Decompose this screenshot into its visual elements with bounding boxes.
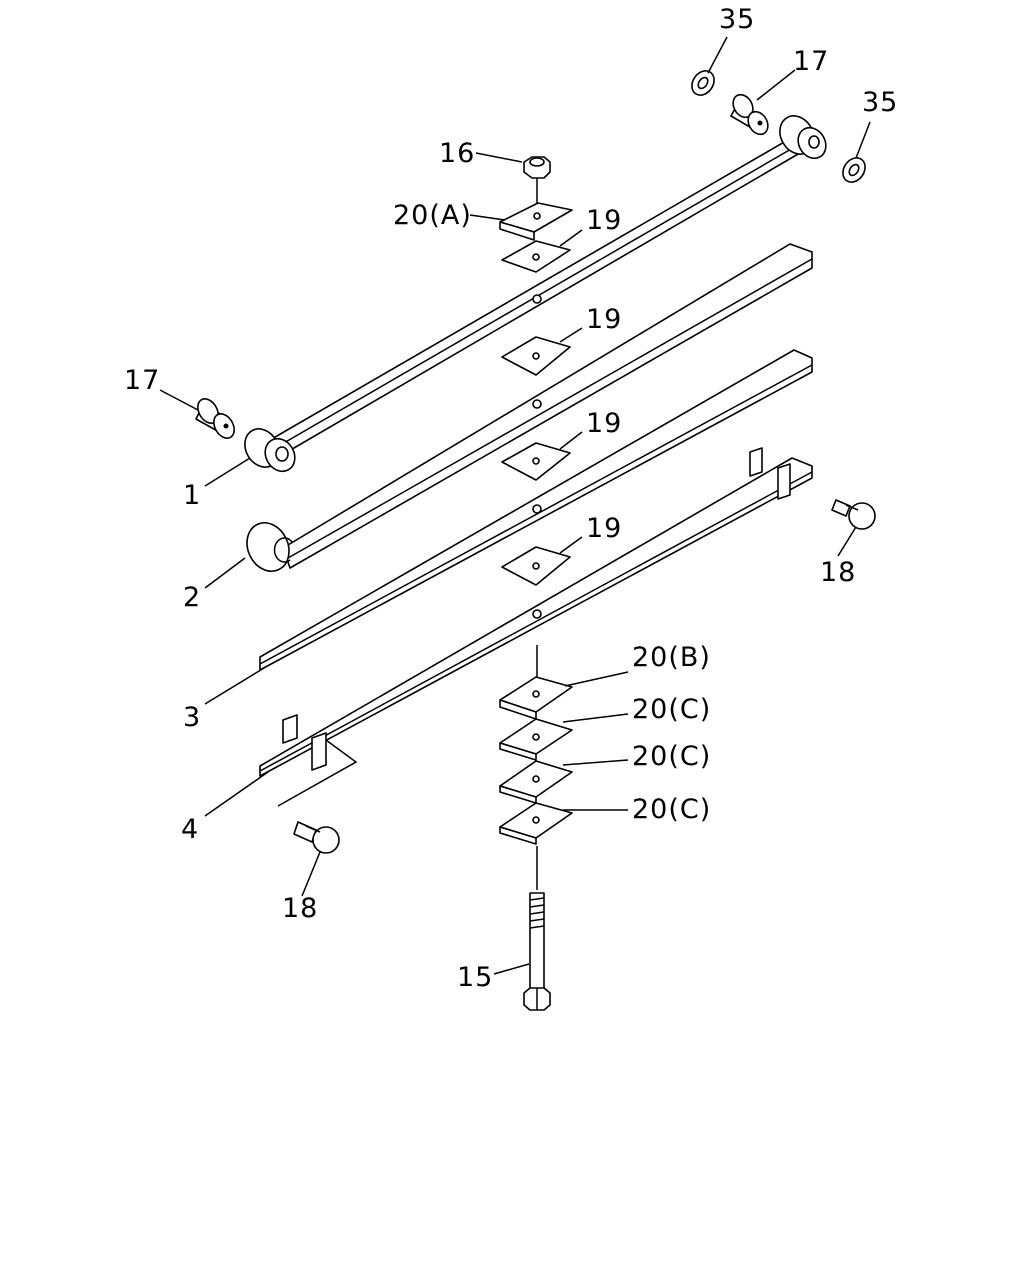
callout-20b: 20(B) (632, 642, 711, 673)
shim-19-c (501, 442, 571, 481)
callout-19-a: 19 (586, 205, 622, 236)
callout-18-right: 18 (820, 557, 856, 588)
callout-19-d: 19 (586, 513, 622, 544)
callout-2: 2 (183, 582, 201, 613)
callout-15: 15 (457, 962, 493, 993)
callout-17-left: 17 (124, 365, 160, 396)
shim-19-b (501, 336, 571, 376)
washer-35-left (691, 70, 715, 96)
leader-lines (159, 36, 871, 975)
leaf-3 (259, 349, 813, 671)
plate-20a (499, 202, 573, 241)
bushing-17-left (195, 398, 235, 439)
callout-17-top: 17 (793, 46, 829, 77)
callout-19-b: 19 (586, 304, 622, 335)
leaf-4 (259, 447, 813, 807)
washer-35-right (842, 157, 866, 183)
plate-20c-1 (499, 718, 573, 761)
leaf-2 (246, 243, 813, 572)
callout-3: 3 (183, 702, 201, 733)
callout-16: 16 (439, 138, 475, 169)
callout-20c-2: 20(C) (632, 741, 711, 772)
center-bolt-15 (523, 892, 551, 1011)
callout-19-c: 19 (586, 408, 622, 439)
plate-20c-2 (499, 760, 573, 804)
callout-20c-3: 20(C) (632, 794, 711, 825)
callout-35-top-left: 35 (719, 4, 755, 35)
callout-4: 4 (181, 814, 199, 845)
bolt-18-right (831, 499, 876, 530)
callout-20a: 20(A) (393, 200, 472, 231)
shim-19-d (501, 546, 571, 586)
callout-18-left: 18 (282, 893, 318, 924)
callout-20c-1: 20(C) (632, 694, 711, 725)
plate-20b (499, 676, 573, 720)
callout-1: 1 (183, 480, 201, 511)
bolt-18-left (293, 821, 340, 854)
bushing-17-right (730, 93, 769, 136)
shim-19-a (501, 240, 571, 273)
plate-20c-3 (499, 802, 573, 845)
leaf-1-eye-right (779, 115, 827, 160)
leaf-1-eye-left (244, 428, 296, 473)
callout-35-right: 35 (862, 87, 898, 118)
